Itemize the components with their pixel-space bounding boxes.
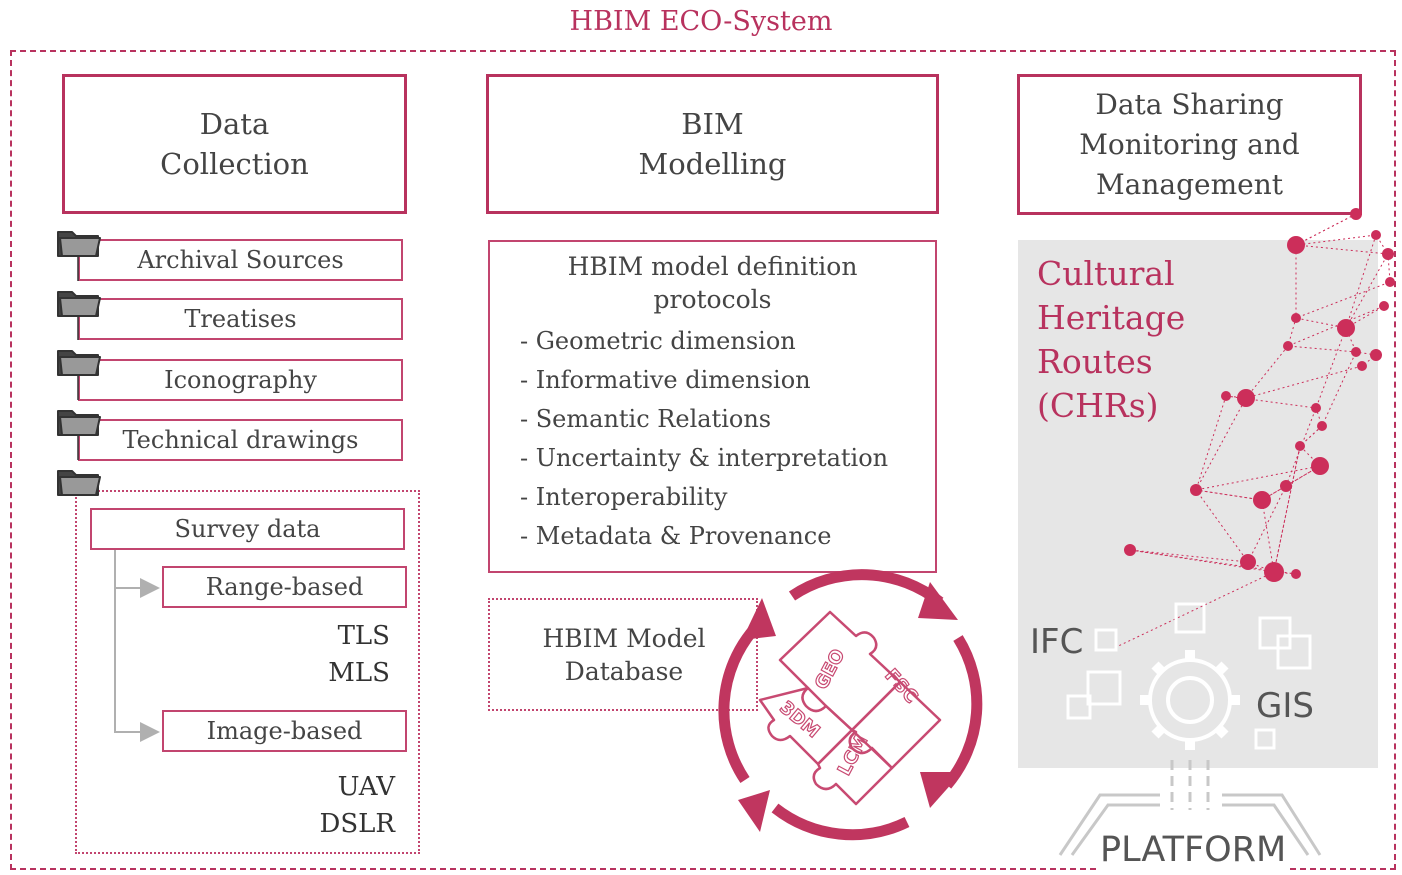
source-label: Treatises <box>184 305 297 333</box>
protocol-item: - Metadata & Provenance <box>520 522 832 550</box>
image-items: UAV DSLR <box>300 769 396 843</box>
survey-data-box: Survey data <box>90 508 405 550</box>
range-based-box: Range-based <box>162 566 407 608</box>
survey-container <box>75 490 420 854</box>
cycle-arrows-icon <box>718 569 983 841</box>
square-icon <box>1066 602 1312 750</box>
tls-label: TLS <box>337 621 390 651</box>
chr-line: Heritage <box>1037 298 1186 337</box>
source-box: Technical drawings <box>78 419 403 461</box>
protocols-title-line: protocols <box>653 285 772 314</box>
puzzle-label-lcm: LCM <box>834 732 873 779</box>
header-line: BIM <box>681 107 744 141</box>
folder-icon <box>57 350 101 376</box>
folder-icon <box>57 291 101 317</box>
source-label: Technical drawings <box>122 426 359 454</box>
database-label: HBIM Model Database <box>490 622 758 688</box>
folder-icon <box>57 410 101 436</box>
chr-label: Cultural Heritage Routes (CHRs) <box>1037 252 1185 428</box>
platform-icon <box>1058 760 1322 856</box>
arrow-icon <box>114 550 160 742</box>
range-based-label: Range-based <box>205 573 364 601</box>
range-items: TLS MLS <box>300 618 390 692</box>
header-line: Management <box>1095 167 1283 201</box>
header-line: Monitoring and <box>1079 127 1300 161</box>
dslr-label: DSLR <box>319 809 396 839</box>
puzzle-label-3dm: 3DM <box>775 697 823 742</box>
protocol-item: - Semantic Relations <box>520 405 772 433</box>
survey-label: Survey data <box>174 515 321 543</box>
bim-modelling-header: BIM Modelling <box>486 74 939 214</box>
protocols-list: - Geometric dimension - Informative dime… <box>520 322 930 556</box>
image-based-label: Image-based <box>206 717 363 745</box>
ecosystem-frame <box>10 50 1396 870</box>
database-line: Database <box>564 657 684 686</box>
folder-icon <box>57 470 101 496</box>
header-line: Collection <box>160 147 309 181</box>
platform-label: PLATFORM <box>1098 830 1289 870</box>
protocols-title: HBIM model definition protocols <box>488 250 937 316</box>
gear-icon <box>1140 650 1240 750</box>
diagram-title: HBIM ECO-System <box>569 6 833 37</box>
image-based-box: Image-based <box>162 710 407 752</box>
chr-line: (CHRs) <box>1037 386 1159 425</box>
protocols-title-line: HBIM model definition <box>567 252 858 281</box>
database-line: HBIM Model <box>542 624 706 653</box>
source-label: Archival Sources <box>137 246 344 274</box>
puzzle-icon <box>758 610 942 806</box>
mls-label: MLS <box>328 658 390 688</box>
header-line: Modelling <box>638 147 787 181</box>
uav-label: UAV <box>337 772 395 802</box>
protocol-item: - Geometric dimension <box>520 327 796 355</box>
ifc-label: IFC <box>1030 622 1084 662</box>
gis-label: GIS <box>1256 686 1314 726</box>
protocol-item: - Uncertainty & interpretation <box>520 444 889 472</box>
folder-icon <box>57 231 101 257</box>
chr-line: Routes <box>1037 342 1153 381</box>
source-box: Iconography <box>78 359 403 401</box>
protocols-box <box>488 240 937 573</box>
source-box: Archival Sources <box>78 239 403 281</box>
source-label: Iconography <box>164 366 317 394</box>
source-box: Treatises <box>78 298 403 340</box>
protocol-item: - Informative dimension <box>520 366 811 394</box>
network-icon <box>1109 208 1395 651</box>
data-sharing-header: Data Sharing Monitoring and Management <box>1017 74 1362 215</box>
header-line: Data <box>199 107 270 141</box>
puzzle-label-geo: GEO <box>811 646 849 693</box>
database-box <box>488 598 758 711</box>
header-line: Data Sharing <box>1095 87 1284 121</box>
protocol-item: - Interoperability <box>520 483 728 511</box>
data-collection-header: Data Collection <box>62 74 407 214</box>
chr-line: Cultural <box>1037 254 1175 293</box>
puzzle-label-fsc: FSC <box>880 665 921 708</box>
